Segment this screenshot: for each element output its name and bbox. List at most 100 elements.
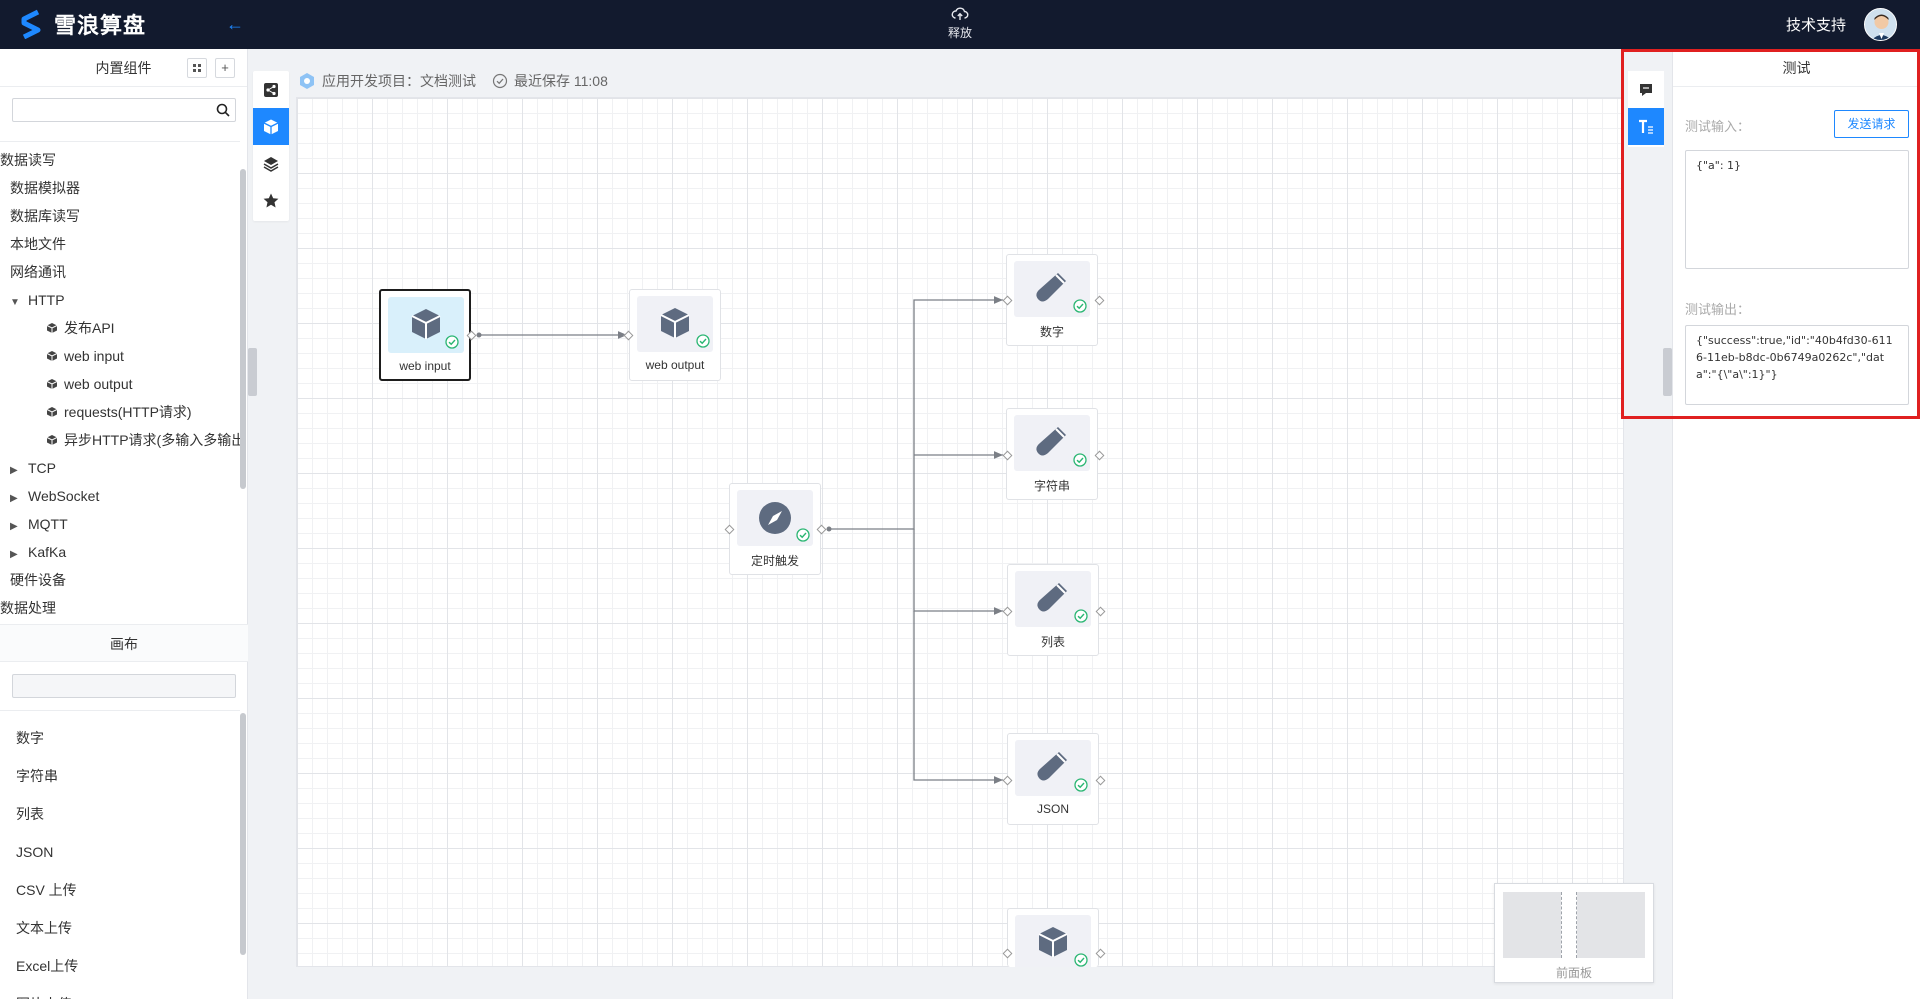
app-logo[interactable]: 雪浪算盘 — [18, 8, 146, 40]
tree-item[interactable]: 数据处理 — [0, 594, 240, 619]
node-icon-bg — [1014, 261, 1090, 317]
node-partial[interactable] — [1007, 908, 1099, 967]
cube-icon — [660, 308, 690, 338]
test-tube-icon — [1037, 583, 1067, 612]
minimap-label: 前面板 — [1555, 966, 1592, 980]
share-tool-button[interactable] — [253, 71, 289, 108]
tree-item-label: 本地文件 — [10, 236, 66, 252]
breadcrumb: 应用开发项目：文档测试 最近保存 11:08 — [298, 71, 608, 91]
tree-item-label: WebSocket — [28, 488, 100, 504]
right-collapse-handle[interactable] — [1663, 348, 1672, 396]
canvas-list-item[interactable]: 列表 — [16, 806, 44, 822]
tree-item-label: web output — [64, 376, 133, 392]
test-output-textarea[interactable]: {"success":true,"id":"40b4fd30-6116-11eb… — [1685, 325, 1909, 405]
node-web-input[interactable]: web input — [379, 289, 471, 381]
tree-item-label: MQTT — [28, 516, 68, 532]
tree-item[interactable]: 硬件设备 — [0, 566, 240, 594]
components-tool-button[interactable] — [253, 108, 289, 145]
success-check-icon — [696, 334, 710, 348]
release-label: 释放 — [947, 26, 972, 40]
tree-item[interactable]: web output — [0, 370, 240, 398]
flow-canvas[interactable] — [296, 97, 1624, 967]
tree-item-label: 数据模拟器 — [10, 180, 80, 196]
test-input-textarea[interactable]: {"a": 1} — [1685, 150, 1909, 269]
node-web-output[interactable]: web output — [629, 289, 721, 381]
canvas-list-item[interactable]: CSV 上传 — [16, 882, 77, 898]
success-check-icon — [1074, 609, 1088, 623]
node-label: 定时触发 — [750, 554, 799, 568]
cube-icon — [46, 379, 58, 389]
caret-right-icon[interactable]: ▶ — [10, 493, 18, 504]
tree-item[interactable]: 异步HTTP请求(多输入多输出) — [0, 426, 240, 454]
caret-down-icon[interactable]: ▼ — [10, 297, 20, 308]
tree-item-label: requests(HTTP请求) — [64, 404, 192, 420]
share-icon — [264, 82, 278, 97]
node-icon-bg — [388, 297, 464, 353]
node-string[interactable]: 字符串 — [1006, 408, 1098, 500]
tree-item[interactable]: 网络通讯 — [0, 258, 240, 286]
caret-right-icon[interactable]: ▶ — [10, 549, 18, 560]
favorites-tool-button[interactable] — [253, 182, 289, 219]
component-search-input[interactable] — [12, 98, 236, 122]
node-timer-trigger[interactable]: 定时触发 — [729, 483, 821, 575]
tree-item[interactable]: 数据库读写 — [0, 202, 240, 230]
layers-tool-button[interactable] — [253, 145, 289, 182]
canvas-scrollbar[interactable] — [240, 713, 246, 955]
compass-icon — [759, 502, 791, 534]
tree-item-label: web input — [64, 348, 124, 364]
tree-item[interactable]: ▼HTTP — [0, 286, 240, 314]
tree-item-label: 网络通讯 — [10, 264, 66, 280]
node-json[interactable]: JSON — [1007, 733, 1099, 825]
tree-item[interactable]: ▶ MQTT — [0, 510, 240, 538]
node-number[interactable]: 数字 — [1006, 254, 1098, 346]
release-button[interactable]: 释放 — [940, 6, 980, 41]
cloud-upload-icon — [951, 7, 969, 20]
canvas-list-item[interactable]: 字符串 — [16, 768, 58, 784]
tree-item[interactable]: 数据模拟器 — [0, 174, 240, 202]
canvas-list-item[interactable]: Excel上传 — [16, 958, 79, 974]
success-check-icon — [1074, 778, 1088, 792]
test-tool-button[interactable] — [1628, 108, 1664, 145]
tree-item[interactable]: ▶ TCP — [0, 454, 240, 482]
tree-item[interactable]: ▶ KafKa — [0, 538, 240, 566]
add-icon[interactable]: + — [215, 58, 235, 78]
comment-tool-button[interactable] — [1628, 71, 1664, 108]
tree-scrollbar[interactable] — [240, 169, 246, 489]
success-check-icon — [796, 528, 810, 542]
tree-item[interactable]: 数据读写 — [0, 146, 240, 174]
tree-item[interactable]: 发布API — [0, 314, 240, 342]
canvas-list-item[interactable]: 数字 — [16, 730, 44, 746]
tree-item-label: 数据读写 — [0, 152, 56, 168]
left-collapse-handle[interactable] — [248, 348, 257, 396]
tree-item-label: TCP — [28, 460, 56, 476]
send-request-button[interactable]: 发送请求 — [1834, 110, 1909, 138]
builtin-components-header: 内置组件 + — [0, 49, 247, 87]
cube-icon — [46, 407, 58, 417]
node-list[interactable]: 列表 — [1007, 564, 1099, 656]
caret-right-icon[interactable]: ▶ — [10, 465, 18, 476]
tree-item[interactable]: web input — [0, 342, 240, 370]
canvas-list-item[interactable]: JSON — [16, 844, 54, 860]
minimap-viewport[interactable] — [1561, 892, 1577, 958]
minimap[interactable]: 前面板 — [1494, 883, 1654, 983]
canvas-list-item[interactable]: 文本上传 — [16, 920, 72, 936]
tree-item[interactable]: requests(HTTP请求) — [0, 398, 240, 426]
tech-support-link[interactable]: 技术支持 — [1786, 17, 1847, 34]
search-icon[interactable] — [215, 102, 231, 118]
grid-view-icon[interactable] — [187, 58, 207, 78]
text-test-icon — [1639, 119, 1653, 134]
node-label: 列表 — [1040, 635, 1065, 649]
tree-item[interactable]: 本地文件 — [0, 230, 240, 258]
tree-item[interactable]: ▶ WebSocket — [0, 482, 240, 510]
canvas-list-item[interactable]: 图片上传 — [0, 985, 240, 999]
user-avatar[interactable] — [1864, 8, 1897, 41]
tree-item-label: KafKa — [28, 544, 67, 560]
back-arrow-icon[interactable]: ← — [226, 14, 244, 34]
test-panel-title: 测试 — [1782, 60, 1811, 76]
caret-right-icon[interactable]: ▶ — [10, 521, 18, 532]
tree-item-label: 数据库读写 — [10, 208, 80, 224]
cube-icon — [263, 119, 279, 134]
canvas-search-input[interactable] — [12, 674, 236, 698]
